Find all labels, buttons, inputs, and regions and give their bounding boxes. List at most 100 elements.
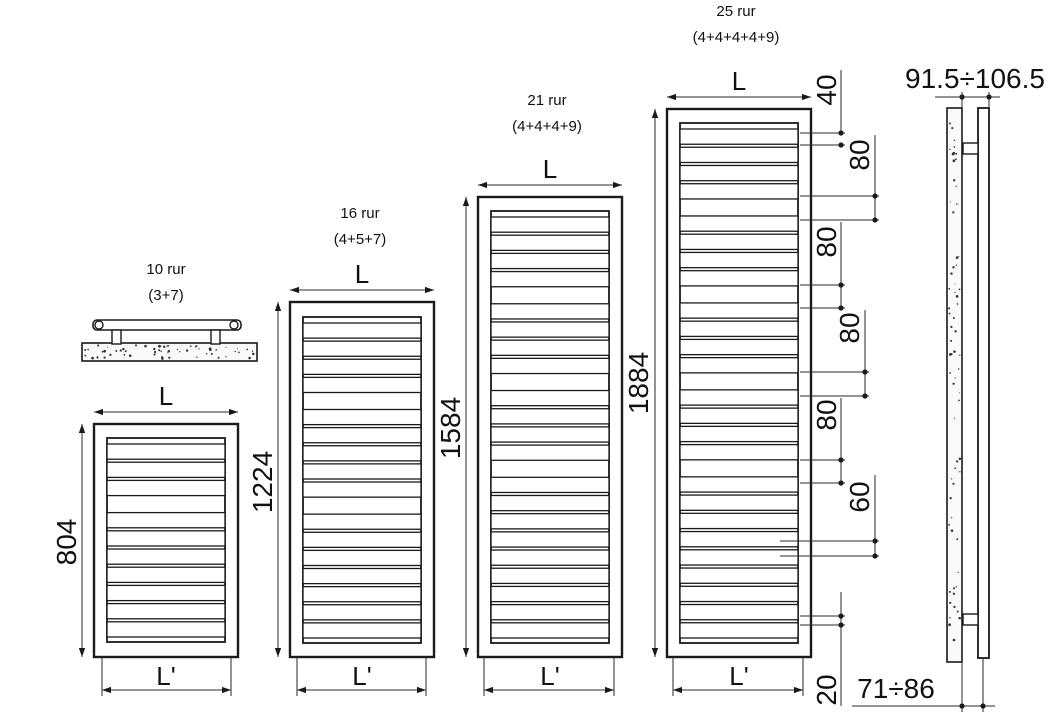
heating-tube — [302, 622, 422, 639]
heating-tube — [679, 494, 799, 511]
heating-tube — [490, 622, 610, 639]
heating-tube — [679, 183, 799, 200]
heating-tube — [302, 567, 422, 585]
width-symbol: L — [543, 154, 557, 184]
wall-distance-dimension: 71÷86 — [857, 673, 935, 704]
spacing-dimension: 80 — [811, 399, 842, 430]
heating-tube — [490, 494, 610, 512]
model-21-rur: 21 rur (4+4+4+9) L 1584 L' — [435, 92, 624, 696]
heating-tube — [302, 604, 422, 621]
heating-tube — [490, 567, 610, 585]
heating-tube — [302, 358, 422, 376]
model-tube-label: 25 rur — [716, 3, 755, 20]
heating-tube — [679, 443, 799, 461]
heating-tube — [490, 585, 610, 603]
heating-tube — [302, 463, 422, 480]
heating-tube — [490, 270, 610, 288]
heating-tube — [490, 603, 610, 621]
heating-tube — [490, 549, 610, 566]
heating-tube — [679, 270, 799, 287]
bracket — [111, 329, 122, 345]
heating-tube — [490, 357, 610, 375]
model-tube-label: 21 rur — [527, 92, 566, 109]
heating-tube — [679, 425, 799, 443]
heating-tube — [679, 407, 799, 425]
radiator-profile — [977, 107, 990, 659]
model-10-rur: 10 rur (3+7) L 804 L' — [51, 261, 258, 696]
radiator-top-rail — [92, 319, 242, 331]
model-grouping-label: (4+5+7) — [334, 231, 387, 248]
width-symbol: L — [159, 381, 173, 411]
side-view: 91.5÷106.5 71÷86 — [852, 63, 1045, 712]
heating-tube — [679, 215, 799, 232]
height-dimension: 1584 — [435, 397, 466, 459]
height-dimension: 804 — [51, 519, 82, 566]
heating-tube — [679, 530, 799, 548]
spacing-dimension: 80 — [844, 139, 875, 170]
tube-group — [490, 216, 610, 639]
heating-tube — [106, 443, 226, 460]
wall-speckle — [948, 122, 962, 642]
heating-tube — [490, 321, 610, 338]
tube-group — [679, 128, 799, 639]
bracket — [962, 142, 979, 155]
heating-tube — [106, 530, 226, 547]
heating-tube — [490, 234, 610, 252]
heating-tube — [302, 340, 422, 357]
heating-tube — [490, 339, 610, 356]
spacing-dimension: 40 — [811, 74, 842, 105]
heating-tube — [106, 621, 226, 638]
inner-width-symbol: L' — [540, 661, 559, 691]
model-25-rur: 25 rur (4+4+4+4+9) L 1884 L' 40 80 — [623, 3, 879, 706]
heating-tube — [679, 338, 799, 356]
model-grouping-label: (4+4+4+9) — [512, 118, 582, 135]
model-grouping-label: (3+7) — [148, 287, 183, 304]
heating-tube — [679, 164, 799, 182]
heating-tube — [106, 584, 226, 602]
heating-tube — [490, 252, 610, 270]
bracket — [210, 329, 221, 345]
spacing-dimension-chain: 40 80 80 80 80 — [780, 70, 879, 706]
model-16-rur: 16 rur (4+5+7) L 1224 L' — [247, 205, 436, 696]
heating-tube — [490, 303, 610, 320]
tube-group — [302, 322, 422, 639]
heating-tube — [302, 376, 422, 394]
heating-tube — [679, 567, 799, 584]
heating-tube — [679, 233, 799, 251]
spacing-dimension: 20 — [811, 674, 842, 705]
bolt-icon — [229, 320, 239, 330]
heating-tube — [302, 322, 422, 339]
heating-tube — [679, 128, 799, 145]
heating-tube — [490, 531, 610, 548]
heating-tube — [302, 408, 422, 426]
height-dimension: 1884 — [623, 352, 654, 414]
heating-tube — [302, 549, 422, 567]
inner-width-symbol: L' — [156, 661, 175, 691]
heating-tube — [490, 426, 610, 443]
model-tube-label: 16 rur — [340, 205, 379, 222]
model-grouping-label: (4+4+4+4+9) — [693, 29, 780, 46]
height-dimension: 1224 — [247, 451, 278, 513]
width-symbol: L — [355, 259, 369, 289]
heating-tube — [679, 356, 799, 374]
heating-tube — [106, 602, 226, 620]
heating-tube — [490, 408, 610, 425]
heating-tube — [679, 512, 799, 530]
radiator-inner-frame — [679, 122, 799, 644]
bolt-icon — [94, 320, 104, 330]
heating-tube — [490, 476, 610, 494]
heating-tube — [679, 251, 799, 269]
heating-tube — [679, 302, 799, 319]
heating-tube — [302, 445, 422, 462]
heating-tube — [302, 513, 422, 530]
inner-width-symbol: L' — [729, 661, 748, 691]
inner-width-symbol: L' — [352, 661, 371, 691]
depth-dimension: 91.5÷106.5 — [905, 63, 1045, 94]
heating-tube — [106, 548, 226, 565]
heating-tube — [106, 511, 226, 529]
wall-speckle — [84, 344, 255, 360]
spacing-dimension: 60 — [844, 481, 875, 512]
heating-tube — [302, 426, 422, 444]
bracket — [962, 613, 979, 626]
